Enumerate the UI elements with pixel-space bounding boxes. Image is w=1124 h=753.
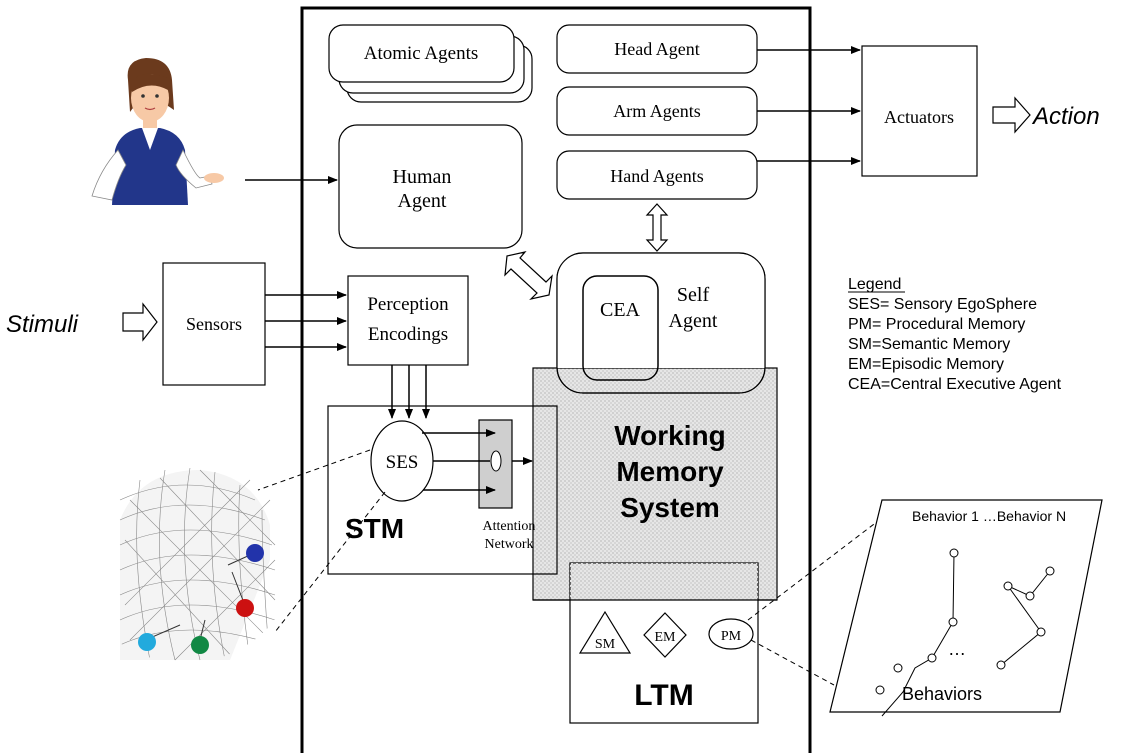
action-arrow-icon bbox=[992, 96, 1031, 134]
stm-label: STM bbox=[345, 513, 404, 544]
head-agent-box: Head Agent bbox=[556, 24, 758, 74]
attention-label-line1: Attention bbox=[483, 519, 536, 534]
em-diamond: EM bbox=[643, 612, 687, 658]
actuators-box: Actuators bbox=[861, 45, 978, 177]
human-self-double-arrow-icon bbox=[504, 251, 553, 301]
pm-label: PM bbox=[721, 629, 742, 644]
stm-box: STM bbox=[327, 405, 558, 575]
cea-label: CEA bbox=[600, 299, 641, 321]
hand-agents-box: Hand Agents bbox=[556, 150, 758, 200]
attention-label-line2: Network bbox=[485, 537, 534, 552]
legend-item: PM= Procedural Memory bbox=[848, 316, 1025, 333]
arm-agents-label: Arm Agents bbox=[613, 101, 701, 121]
working-memory-label-line1: Working bbox=[614, 420, 725, 451]
legend-item: EM=Episodic Memory bbox=[848, 356, 1004, 373]
perception-label-line1: Perception bbox=[367, 294, 449, 315]
stimuli-arrow-icon bbox=[122, 302, 158, 342]
pm-to-behaviors-dash-2 bbox=[750, 639, 835, 686]
robot-boundary bbox=[300, 6, 812, 753]
behavior-range-label: Behavior 1 …Behavior N bbox=[912, 508, 1066, 524]
atomic-agents-stack: Atomic Agents bbox=[328, 24, 533, 103]
woman-presenter-icon bbox=[80, 55, 228, 210]
working-memory-label-line3: System bbox=[620, 492, 720, 523]
sm-triangle: SM bbox=[578, 610, 632, 654]
action-label: Action bbox=[1031, 103, 1100, 130]
human-agent-box: Human Agent bbox=[338, 124, 523, 249]
geodesic-sphere-icon bbox=[119, 467, 276, 661]
pm-ellipse: PM bbox=[708, 618, 754, 650]
cea-box: CEA bbox=[582, 275, 659, 381]
arm-agents-box: Arm Agents bbox=[556, 86, 758, 136]
attention-network-box: Attention Network bbox=[478, 419, 536, 552]
behaviors-ellipsis: … bbox=[948, 639, 966, 659]
ltm-label: LTM bbox=[634, 679, 693, 712]
legend: Legend SES= Sensory EgoSphere PM= Proced… bbox=[848, 276, 1062, 393]
self-agent-label-line2: Agent bbox=[669, 310, 718, 332]
ses-node: SES bbox=[370, 420, 434, 502]
human-agent-label-line1: Human bbox=[393, 166, 452, 188]
hand-agents-label: Hand Agents bbox=[610, 166, 704, 186]
behaviors-label: Behaviors bbox=[902, 684, 982, 704]
em-label: EM bbox=[655, 630, 677, 645]
legend-item: SM=Semantic Memory bbox=[848, 336, 1010, 353]
legend-item: SES= Sensory EgoSphere bbox=[848, 296, 1037, 313]
legend-item: CEA=Central Executive Agent bbox=[848, 376, 1062, 393]
ses-to-sphere-dash-1 bbox=[257, 449, 371, 491]
actuators-label: Actuators bbox=[884, 107, 954, 127]
stimuli-label: Stimuli bbox=[6, 311, 79, 338]
legend-title: Legend bbox=[848, 276, 901, 293]
human-agent-label-line2: Agent bbox=[398, 190, 447, 212]
sm-label: SM bbox=[595, 637, 616, 652]
ses-label: SES bbox=[386, 452, 419, 473]
pm-to-behaviors-dash-1 bbox=[747, 517, 883, 621]
hand-self-double-arrow-icon bbox=[645, 203, 669, 252]
sensors-box: Sensors bbox=[162, 262, 266, 386]
behaviors-panel: Behavior 1 …Behavior N Behaviors … bbox=[829, 499, 1103, 717]
sensors-label: Sensors bbox=[186, 314, 242, 334]
working-memory-label-line2: Memory bbox=[616, 456, 724, 487]
atomic-agents-label: Atomic Agents bbox=[364, 43, 479, 64]
self-agent-box: Self Agent bbox=[556, 252, 766, 394]
working-memory-system-box: Working Memory System bbox=[532, 367, 778, 601]
self-agent-label-line1: Self bbox=[677, 284, 710, 306]
perception-encodings-box: Perception Encodings bbox=[347, 275, 469, 366]
ses-to-sphere-dash-2 bbox=[274, 491, 386, 633]
perception-label-line2: Encodings bbox=[368, 324, 448, 345]
head-agent-label: Head Agent bbox=[614, 39, 699, 59]
